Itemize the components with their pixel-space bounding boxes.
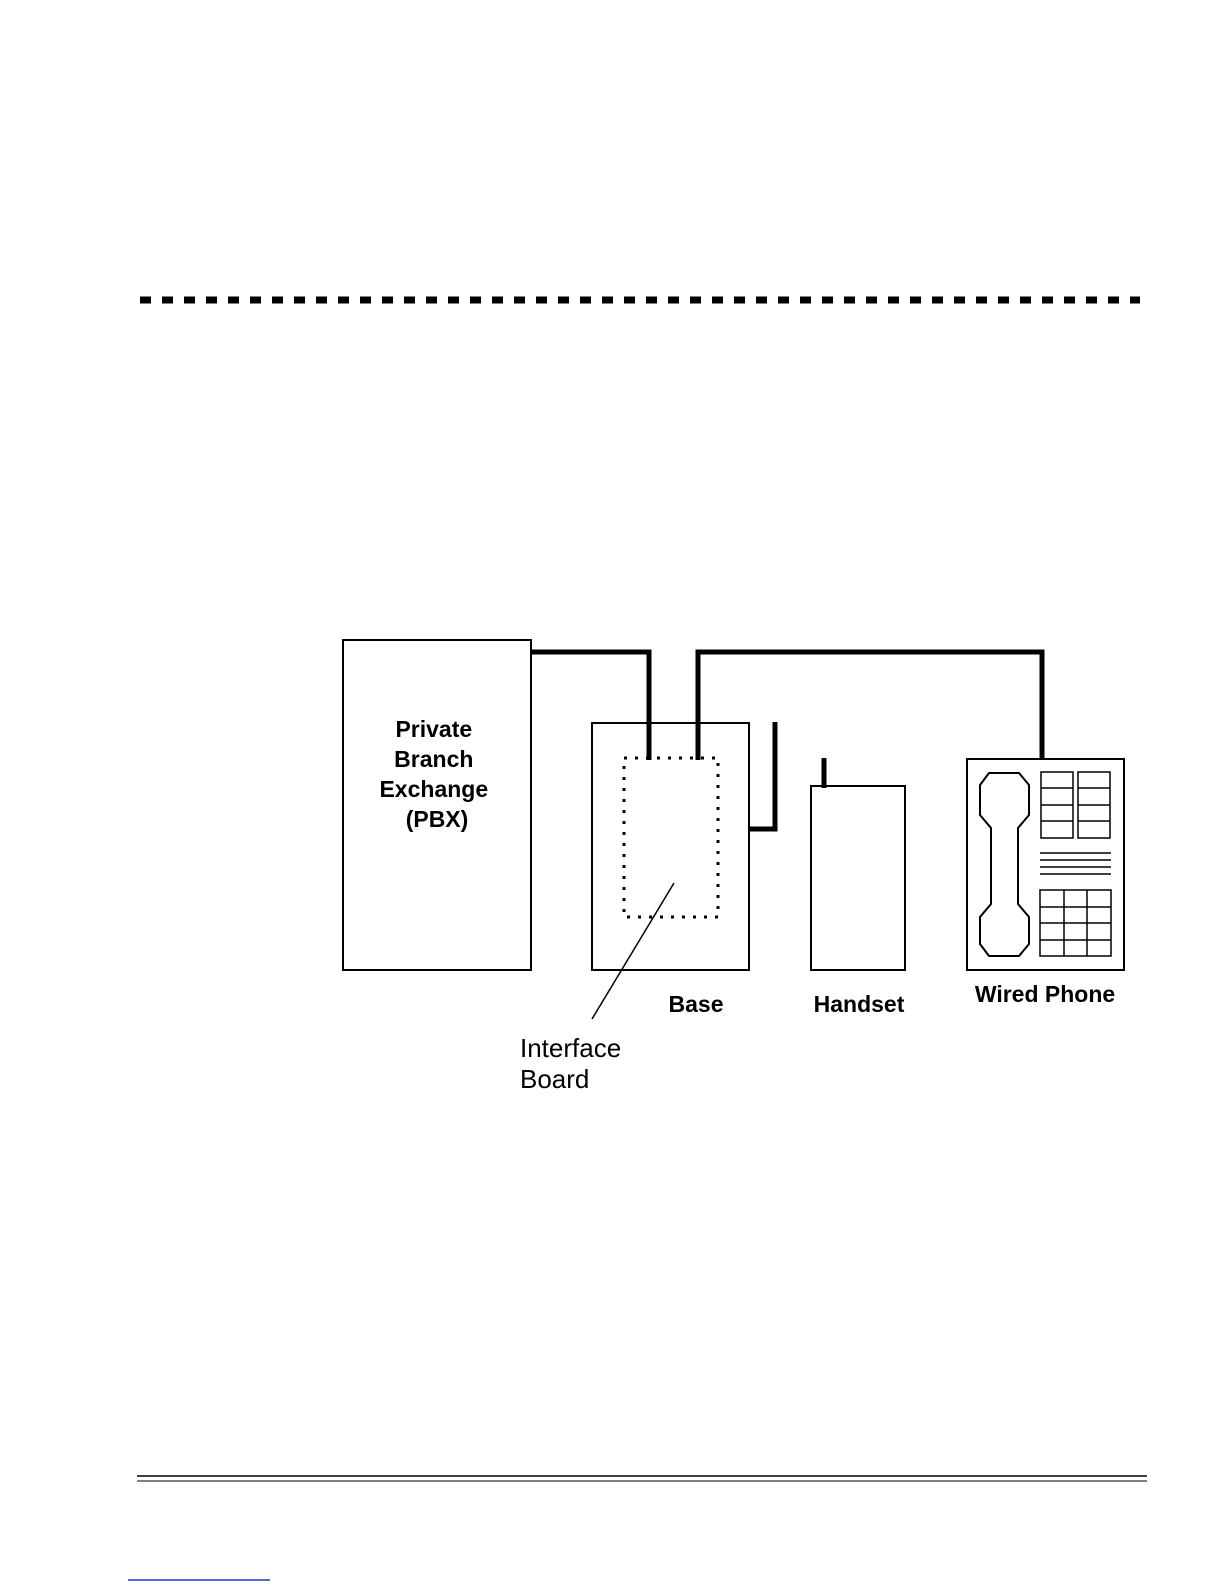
wired-phone-label: Wired Phone [975,981,1115,1007]
pbx-label-line-1: Private [395,716,472,742]
pbx-box [343,640,531,970]
pbx-label-line-3: Exchange [379,776,488,802]
pbx-label-line-4: (PBX) [406,806,469,832]
handset-label: Handset [814,991,905,1017]
base-label: Base [669,991,724,1017]
interface-board-label: Interface Board [520,1033,628,1094]
interface-board-label-line-1: Interface [520,1033,621,1063]
base-antenna [749,722,775,829]
handset-box [811,786,905,970]
base-box [592,723,749,970]
pbx-label-line-2: Branch [394,746,473,772]
wired-phone [967,759,1124,970]
interface-board-label-line-2: Board [520,1064,589,1094]
